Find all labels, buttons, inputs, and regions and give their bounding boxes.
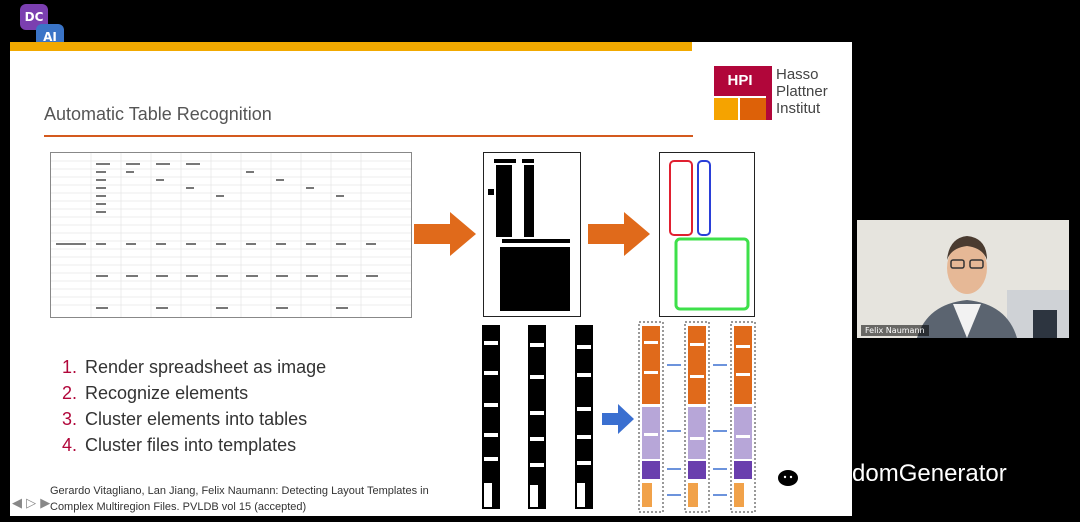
arrow-right-icon (414, 212, 476, 256)
hpi-logo-block (740, 98, 766, 120)
hpi-logo-line: Institut (776, 100, 828, 117)
hpi-logo-text: Hasso Plattner Institut (776, 66, 828, 117)
player-controls[interactable]: ◀ ▷ ▶ (12, 496, 50, 511)
step-text: Cluster elements into tables (85, 409, 307, 429)
hpi-logo-block (766, 66, 772, 120)
step-number: 4. (62, 435, 77, 455)
list-item: 2. Recognize elements (62, 380, 326, 406)
step-text: Cluster files into templates (85, 435, 296, 455)
steps-list: 1. Render spreadsheet as image 2. Recogniz… (62, 354, 326, 458)
hpi-logo-line: Plattner (776, 83, 828, 100)
hpi-logo: HPI Hasso Plattner Institut (714, 66, 844, 122)
step-number: 3. (62, 409, 77, 429)
template-strips (638, 321, 758, 513)
arrow-right-icon (588, 212, 650, 256)
presentation-slide: Automatic Table Recognition HPI Hasso Pl… (10, 42, 852, 516)
watermark: RandomGenerator (766, 460, 1007, 488)
spreadsheet-image (50, 152, 412, 318)
speaker-name-label: Felix Naumann (861, 325, 929, 336)
hpi-logo-mark: HPI (714, 66, 766, 96)
arrow-right-icon (602, 404, 634, 434)
list-item: 3. Cluster elements into tables (62, 406, 326, 432)
title-divider (44, 135, 693, 137)
list-item: 4. Cluster files into templates (62, 432, 326, 458)
rendered-elements (484, 153, 580, 316)
watermark-text: RandomGenerator (808, 460, 1007, 488)
wechat-icon (766, 460, 800, 488)
step-number: 2. (62, 383, 77, 403)
rendered-image-panel (483, 152, 581, 317)
step-number: 1. (62, 357, 77, 377)
step-text: Render spreadsheet as image (85, 357, 326, 377)
step-text: Recognize elements (85, 383, 248, 403)
citation-line: Complex Multiregion Files. PVLDB vol 15 … (50, 499, 490, 515)
hpi-logo-line: Hasso (776, 66, 828, 83)
slide-top-bar (10, 42, 692, 51)
slide-title: Automatic Table Recognition (44, 104, 272, 125)
hpi-logo-block (714, 98, 738, 120)
citation: Gerardo Vitagliano, Lan Jiang, Felix Nau… (50, 483, 490, 515)
speaker-avatar (857, 220, 1069, 338)
clustered-elements (660, 153, 754, 316)
file-strips (480, 323, 600, 511)
list-item: 1. Render spreadsheet as image (62, 354, 326, 380)
clustered-tables-panel (659, 152, 755, 317)
speaker-video[interactable]: Felix Naumann (857, 220, 1069, 338)
spreadsheet-grid (51, 153, 411, 317)
citation-line: Gerardo Vitagliano, Lan Jiang, Felix Nau… (50, 483, 490, 499)
